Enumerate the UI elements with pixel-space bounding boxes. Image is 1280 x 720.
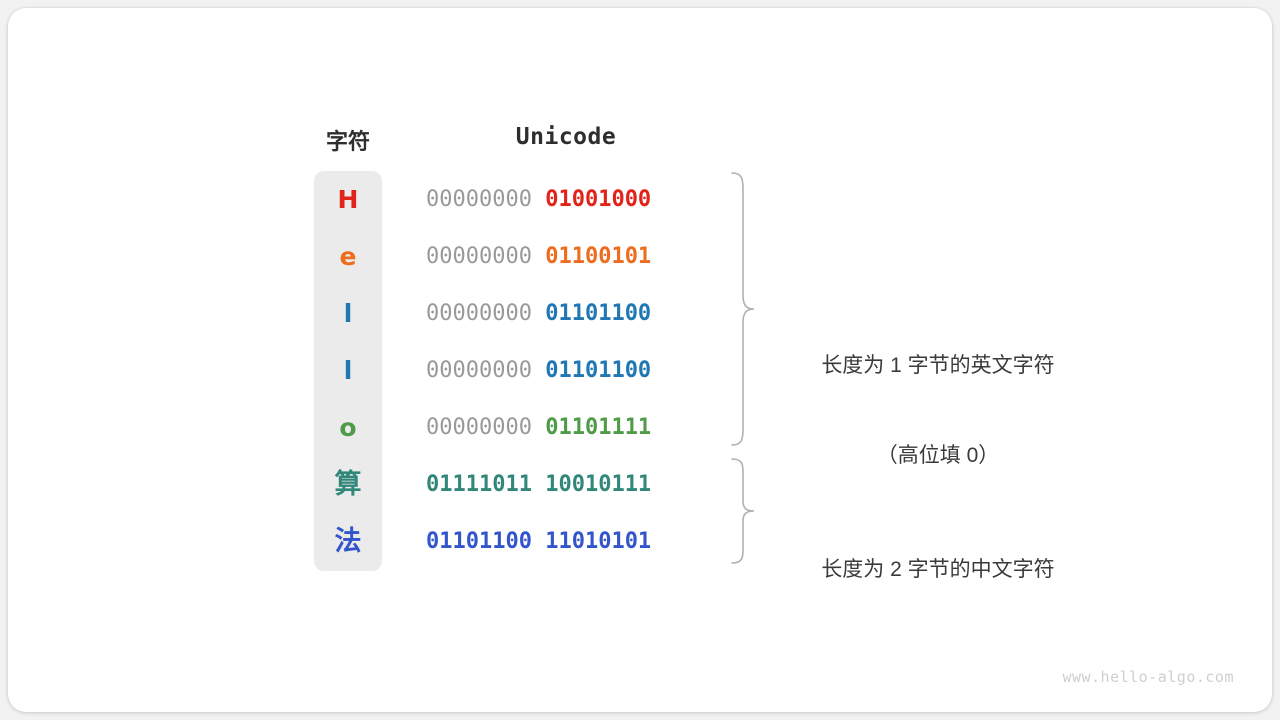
low-byte: 01001000 [545, 187, 652, 212]
annotation-one-byte-line1: 长度为 1 字节的英文字符 [821, 354, 1055, 377]
character-cell: H [337, 185, 359, 214]
character-cell: o [339, 413, 357, 442]
unicode-bits-cell: 00000000 01101100 [426, 285, 706, 342]
annotation-one-byte-line2: （高位填 0） [876, 444, 1000, 467]
unicode-bits-cell: 01101100 11010101 [426, 513, 706, 570]
high-byte: 01111011 [426, 472, 532, 497]
brace-one-byte-group [730, 171, 756, 447]
high-byte: 00000000 [426, 415, 532, 440]
character-cell: 法 [334, 526, 362, 556]
unicode-bits-cell: 01111011 10010111 [426, 456, 706, 513]
low-byte: 01101100 [545, 301, 652, 326]
unicode-bits-cell: 00000000 01101100 [426, 342, 706, 399]
low-byte: 01101100 [545, 358, 652, 383]
low-byte: 01101111 [545, 415, 652, 440]
low-byte: 01100101 [545, 244, 652, 269]
high-byte: 00000000 [426, 358, 532, 383]
unicode-bits-cell: 00000000 01101111 [426, 399, 706, 456]
character-cell: l [343, 356, 353, 385]
annotation-one-byte: 长度为 1 字节的英文字符 （高位填 0） [768, 291, 1108, 531]
watermark: www.hello-algo.com [1062, 668, 1234, 686]
low-byte: 10010111 [545, 472, 652, 497]
high-byte: 01101100 [426, 529, 532, 554]
high-byte: 00000000 [426, 244, 532, 269]
high-byte: 00000000 [426, 301, 532, 326]
unicode-bits-cell: 00000000 01001000 [426, 171, 706, 228]
annotation-two-byte: 长度为 2 字节的中文字符 [768, 495, 1108, 645]
column-header-unicode: Unicode [515, 124, 617, 150]
high-byte: 00000000 [426, 187, 532, 212]
unicode-bits-cell: 00000000 01100101 [426, 228, 706, 285]
character-cell: l [343, 299, 353, 328]
character-column-panel [314, 171, 382, 571]
low-byte: 11010101 [545, 529, 652, 554]
diagram-card: 字符 Unicode H 00000000 01001000 e 00000000 0… [8, 8, 1272, 712]
column-header-character: 字符 [325, 129, 370, 154]
character-cell: e [339, 242, 357, 271]
annotation-two-byte-line1: 长度为 2 字节的中文字符 [821, 558, 1055, 581]
brace-two-byte-group [730, 457, 756, 567]
character-cell: 算 [334, 469, 362, 499]
